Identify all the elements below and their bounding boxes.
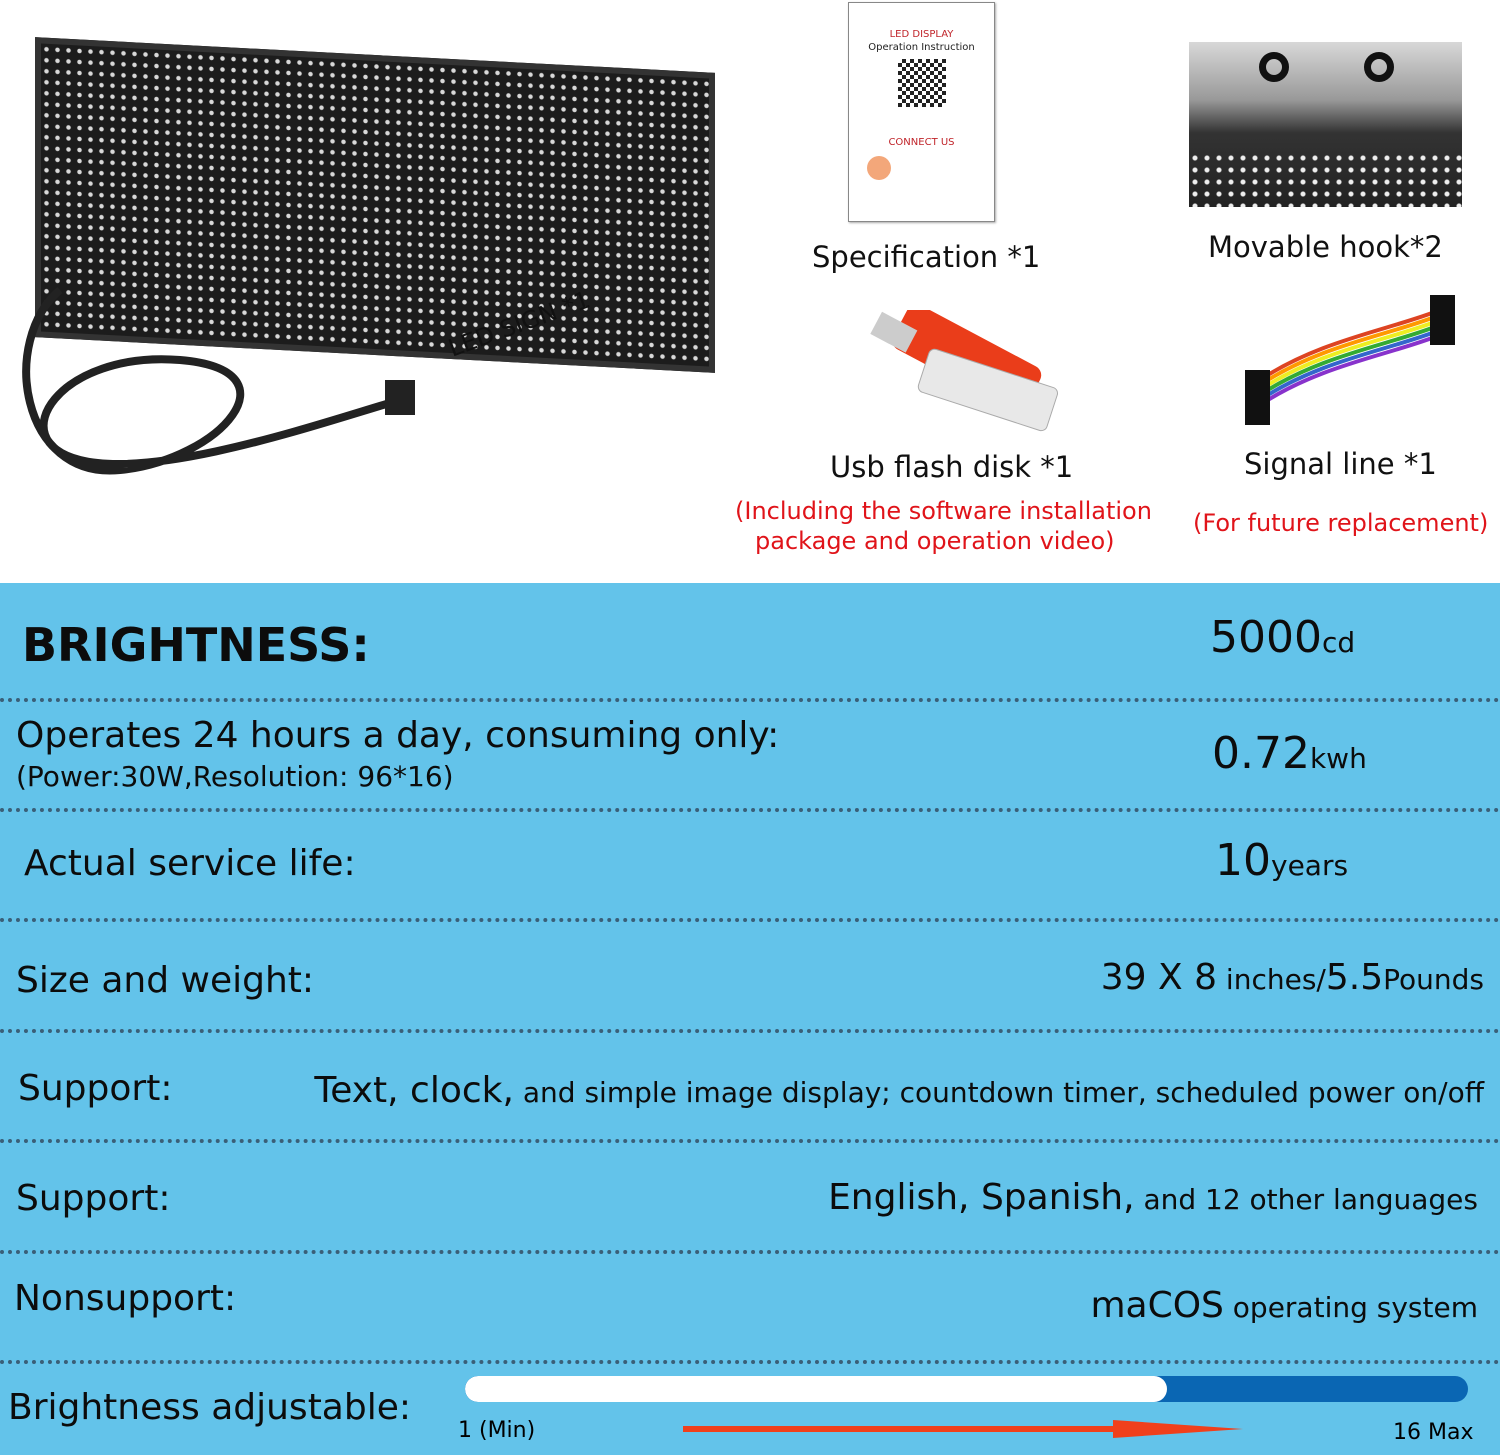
divider	[0, 1029, 1500, 1033]
specifications-panel	[0, 583, 1500, 1455]
specification-document-image: LED DISPLAY Operation Instruction CONNEC…	[848, 2, 995, 222]
divider	[0, 808, 1500, 812]
size-weight-label: Size and weight:	[16, 960, 315, 1001]
divider	[0, 1360, 1500, 1364]
brightness-min-label: 1 (Min)	[458, 1418, 536, 1443]
brightness-label: BRIGHTNESS:	[22, 618, 370, 672]
power-sub: (Power:30W,Resolution: 96*16)	[16, 760, 454, 793]
brightness-level-fill	[465, 1376, 1168, 1402]
brightness-adjustable-label: Brightness adjustable:	[8, 1387, 411, 1428]
usb-note-line2: package and operation video)	[755, 527, 1115, 555]
support-avatar-icon	[867, 156, 891, 180]
package-contents: LED SIGN *1 LED DISPLAY Operation Instru…	[0, 0, 1500, 583]
divider	[0, 698, 1500, 702]
caption-movable-hook: Movable hook*2	[1208, 230, 1443, 264]
support-features-label: Support:	[18, 1068, 173, 1109]
nonsupport-label: Nonsupport:	[14, 1278, 237, 1319]
divider	[0, 1250, 1500, 1254]
caption-usb-flash-disk: Usb flash disk *1	[830, 450, 1074, 484]
usb-note-line1: (Including the software installation	[735, 497, 1152, 525]
service-life-label: Actual service life:	[24, 843, 356, 884]
arrow-right-icon	[683, 1420, 1243, 1438]
support-languages-label: Support:	[16, 1178, 171, 1219]
power-cable-image	[22, 286, 415, 475]
brightness-level-bar	[465, 1376, 1468, 1402]
signal-line-note: (For future replacement)	[1193, 509, 1489, 537]
doc-subtitle: Operation Instruction	[868, 42, 975, 53]
brightness-max-label: 16 Max	[1393, 1420, 1474, 1445]
nonsupport-value: maCOS operating system	[1090, 1285, 1478, 1326]
divider	[0, 1139, 1500, 1143]
power-label: Operates 24 hours a day, consuming only:	[16, 715, 780, 756]
size-weight-value: 39 X 8 inches/5.5Pounds	[1100, 957, 1484, 998]
doc-connect: CONNECT US	[888, 137, 955, 148]
power-value: 0.72kwh	[1212, 728, 1367, 779]
support-languages-value: English, Spanish, and 12 other languages	[828, 1177, 1478, 1218]
support-features-value: Text, clock, and simple image display; c…	[314, 1070, 1484, 1111]
caption-specification: Specification *1	[812, 240, 1041, 274]
qr-code-icon	[897, 59, 946, 107]
movable-hook-image	[1189, 42, 1462, 207]
brightness-value: 5000cd	[1210, 612, 1356, 663]
service-life-value: 10years	[1215, 835, 1349, 886]
doc-title: LED DISPLAY	[889, 29, 954, 40]
divider	[0, 918, 1500, 922]
usb-flash-disk-image	[870, 310, 1058, 432]
caption-signal-line: Signal line *1	[1244, 447, 1437, 481]
signal-line-image	[1245, 295, 1455, 425]
